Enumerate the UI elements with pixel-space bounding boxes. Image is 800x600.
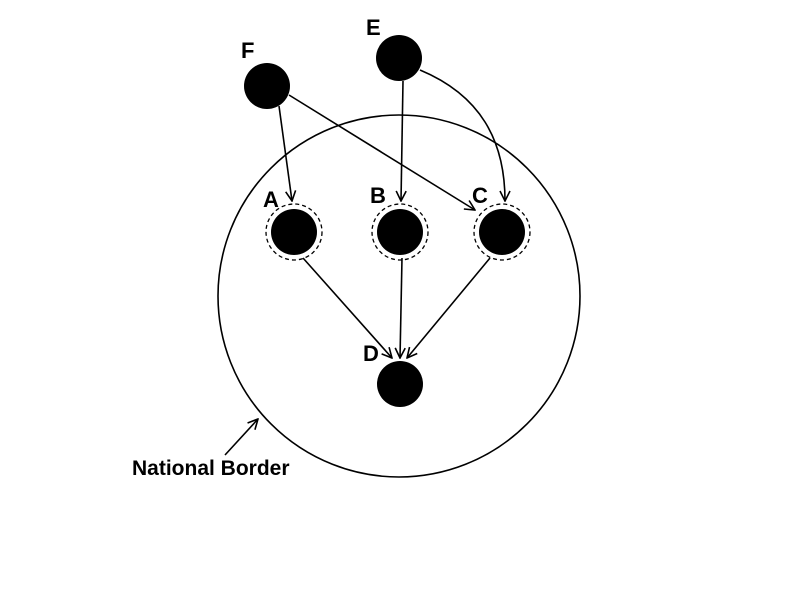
national-border-circle bbox=[217, 114, 581, 478]
node-a bbox=[265, 203, 323, 261]
node-f-label: F bbox=[241, 38, 254, 63]
node-c bbox=[473, 203, 531, 261]
caption-pointer-arrow bbox=[224, 419, 258, 456]
node-e bbox=[376, 35, 422, 81]
node-d bbox=[377, 361, 423, 407]
node-b-dot bbox=[377, 209, 423, 255]
edge-e-c bbox=[419, 69, 505, 201]
edge-b-d bbox=[400, 257, 402, 358]
edge-e-b bbox=[401, 80, 403, 201]
node-a-label: A bbox=[263, 187, 279, 212]
node-e-dot bbox=[376, 35, 422, 81]
node-f-dot bbox=[244, 63, 290, 109]
node-b-label: B bbox=[370, 183, 386, 208]
edge-f-c bbox=[288, 94, 475, 210]
edge-c-d bbox=[407, 257, 491, 358]
node-a-ring bbox=[265, 203, 323, 261]
node-f bbox=[244, 63, 290, 109]
node-b-ring bbox=[371, 203, 429, 261]
node-d-dot bbox=[377, 361, 423, 407]
node-c-ring bbox=[473, 203, 531, 261]
node-c-label: C bbox=[472, 183, 488, 208]
edge-a-d bbox=[302, 257, 392, 358]
node-c-dot bbox=[479, 209, 525, 255]
node-a-dot bbox=[271, 209, 317, 255]
edges bbox=[278, 69, 505, 358]
node-b bbox=[371, 203, 429, 261]
edge-f-a bbox=[278, 105, 292, 201]
node-d-label: D bbox=[363, 341, 379, 366]
national-border-caption: National Border bbox=[132, 457, 290, 480]
node-e-label: E bbox=[366, 15, 381, 40]
